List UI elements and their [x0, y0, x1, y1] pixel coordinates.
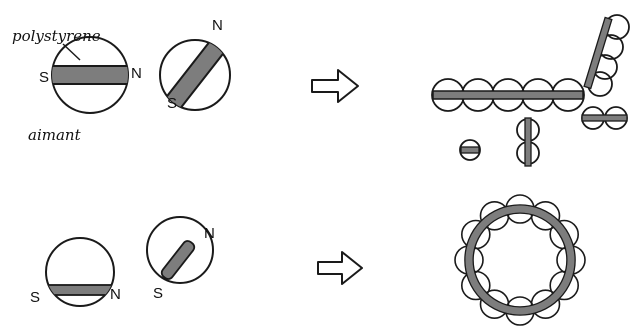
polystyrene-pointer — [63, 44, 80, 60]
pole-north-1: N — [131, 65, 142, 82]
label-aimant: aimant — [28, 126, 82, 144]
pole-south-2: S — [167, 95, 177, 112]
bead-ring — [455, 195, 585, 325]
bead-pair-vertical — [517, 118, 539, 166]
ring-bead-group — [455, 195, 585, 325]
label-polystyrene: polystyrene — [12, 27, 101, 45]
pole-north-4: N — [204, 225, 215, 242]
pole-north-2: N — [212, 17, 223, 34]
bead-chain-diagonal — [584, 15, 629, 96]
pole-south-4: S — [153, 285, 163, 302]
sphere-horizontal-magnet — [50, 37, 130, 113]
pole-north-3: N — [110, 286, 121, 303]
pole-south-3: S — [30, 289, 40, 306]
bead-single — [460, 140, 480, 160]
pole-south-1: S — [39, 69, 49, 86]
bead-pair-right — [582, 107, 627, 129]
hollow-arrow-icon-top — [312, 70, 358, 102]
hollow-arrow-icon-bottom — [318, 252, 362, 284]
sphere-low-magnet — [44, 238, 116, 306]
bead-chain-horizontal — [432, 79, 584, 111]
